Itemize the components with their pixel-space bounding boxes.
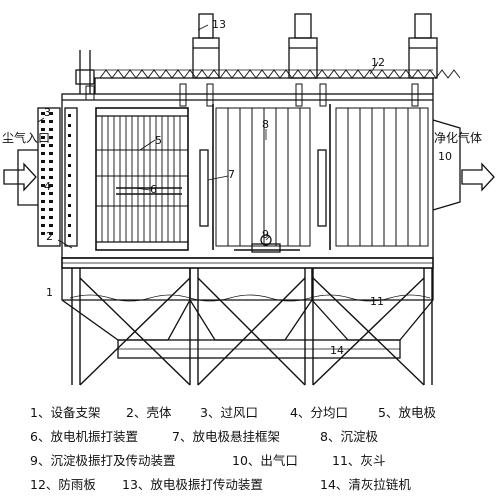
inlet-label: 尘气入口 (2, 130, 50, 145)
inlet-duct (17, 149, 38, 206)
callout-10: 10 (438, 150, 452, 163)
legend-item: 11、灰斗 (332, 453, 386, 468)
callout-6: 6 (150, 183, 157, 196)
collecting-electrodes (215, 107, 429, 247)
rain-shield-teeth (99, 69, 461, 79)
legend-item: 7、放电极悬挂框架 (172, 429, 280, 444)
suspension-frame (199, 149, 209, 227)
callout-13: 13 (212, 18, 226, 31)
rain-shield (94, 77, 434, 94)
legend-item: 14、清灰拉链机 (320, 477, 411, 492)
legend-item: 9、沉淀极振打及传动装置 (30, 453, 176, 468)
callout-5: 5 (155, 134, 162, 147)
insulator-posts (85, 83, 419, 107)
outlet-arrow (461, 162, 495, 192)
callout-12: 12 (371, 56, 385, 69)
top-tower-mid (288, 13, 318, 79)
legend-item: 10、出气口 (232, 453, 298, 468)
outlet-label: 净化气体 (434, 130, 482, 145)
legend-item: 1、设备支架 (30, 405, 101, 420)
callout-11: 11 (370, 295, 384, 308)
discharge-electrodes (96, 116, 188, 242)
top-tower-right (408, 13, 438, 79)
legend-item: 2、壳体 (126, 405, 172, 420)
legend-item: 8、沉淀极 (320, 429, 378, 444)
top-tower-left (192, 13, 220, 79)
support-frame (71, 268, 433, 386)
legend-item: 5、放电极 (378, 405, 436, 420)
callout-7: 7 (228, 168, 235, 181)
legend-item: 13、放电极振打传动装置 (122, 477, 263, 492)
callout-14: 14 (330, 344, 344, 357)
gas-distribution-plates (37, 107, 78, 247)
callout-8: 8 (262, 118, 269, 131)
callout-4: 4 (44, 180, 51, 193)
outlet-duct (432, 119, 461, 211)
discharge-electrode-frame (95, 107, 189, 251)
legend-item: 4、分均口 (290, 405, 348, 420)
legend-item: 6、放电机振打装置 (30, 429, 138, 444)
legend-item: 12、防雨板 (30, 477, 96, 492)
legend-item: 3、过风口 (200, 405, 258, 420)
rapping-drive (234, 234, 300, 253)
callout-9: 9 (262, 228, 269, 241)
callout-1: 1 (46, 286, 53, 299)
callout-3: 3 (44, 106, 51, 119)
electrostatic-precipitator-diagram: 13 12 3 4 5 6 7 8 9 10 2 1 11 14 尘气入口 净化… (2, 13, 495, 386)
inlet-arrow (3, 162, 37, 192)
callout-2: 2 (46, 230, 53, 243)
